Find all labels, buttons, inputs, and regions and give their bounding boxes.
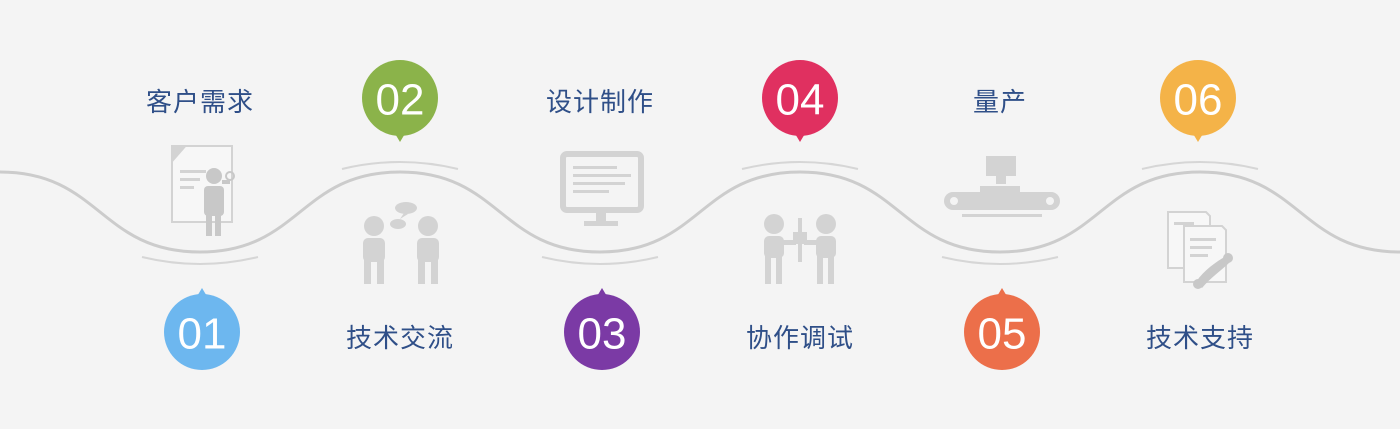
step-label-5: 量产: [972, 88, 1027, 118]
wave-line: [0, 170, 1400, 254]
step-badge-4: 04: [762, 60, 838, 142]
accent-arc: [141, 256, 259, 265]
step-badge-2: 02: [362, 60, 438, 142]
step-badge-5: 05: [964, 288, 1040, 370]
step-badges: 01 02 03 04 05 06: [164, 60, 1236, 370]
accent-arc: [341, 161, 459, 170]
badge-circle: [1160, 60, 1236, 136]
conveyor-icon: [944, 156, 1060, 217]
badge-number: 06: [1174, 76, 1223, 125]
badge-circle: [762, 60, 838, 136]
badge-number: 03: [578, 310, 627, 359]
badge-number: 04: [776, 76, 825, 125]
step-badge-6: 06: [1160, 60, 1236, 142]
step-label-6: 技术支持: [1145, 324, 1254, 354]
accent-arc: [1141, 161, 1259, 170]
badge-circle: [362, 60, 438, 136]
step-label-1: 客户需求: [145, 88, 254, 118]
step-label-2: 技术交流: [345, 324, 454, 354]
accent-arc: [941, 256, 1059, 265]
badge-number: 01: [178, 310, 227, 359]
badge-number: 05: [978, 310, 1027, 359]
support-docs-icon: [1167, 211, 1233, 289]
step-badge-3: 03: [564, 288, 640, 370]
step-label-4: 协作调试: [745, 324, 854, 354]
badge-circle: [564, 294, 640, 370]
step-badge-1: 01: [164, 288, 240, 370]
monitor-icon: [560, 151, 644, 226]
badge-circle: [964, 294, 1040, 370]
accent-arc: [541, 256, 659, 265]
badge-number: 02: [376, 76, 425, 125]
accent-arc: [741, 161, 859, 170]
document-person-icon: [171, 145, 235, 236]
conversation-icon: [363, 202, 439, 284]
collaboration-icon: [764, 214, 836, 284]
badge-circle: [164, 294, 240, 370]
step-label-3: 设计制作: [545, 88, 654, 118]
